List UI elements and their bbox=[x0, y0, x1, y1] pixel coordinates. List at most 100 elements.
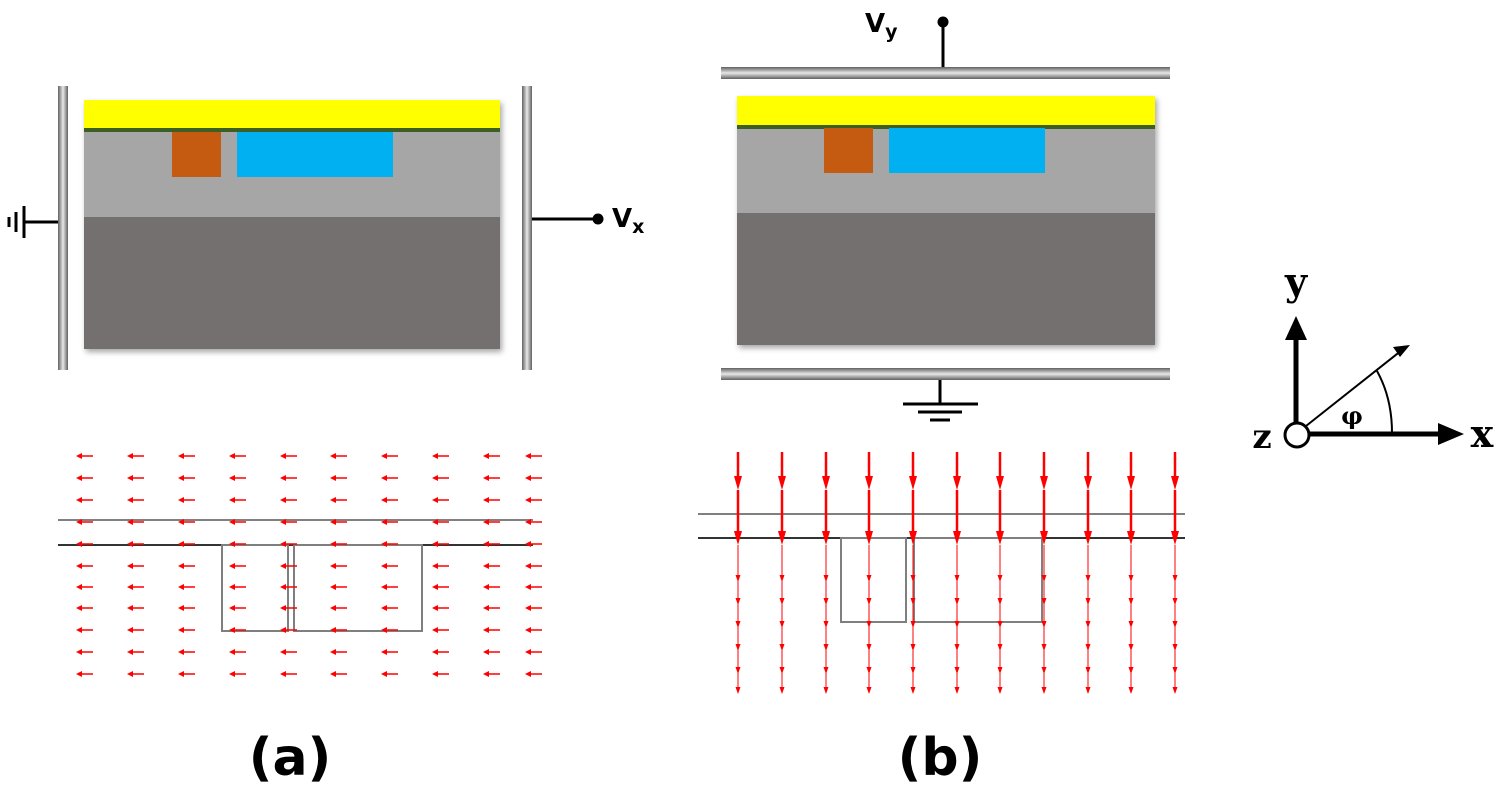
field-arrow-left bbox=[178, 475, 195, 481]
field-arrow-left bbox=[280, 605, 297, 611]
field-arrow-left bbox=[178, 541, 195, 547]
field-arrow-down-strong bbox=[778, 452, 786, 545]
field-arrow-down-weak bbox=[954, 545, 960, 694]
y-axis-arrowhead bbox=[1285, 316, 1307, 340]
blue-block bbox=[237, 132, 393, 177]
field-arrow-left bbox=[381, 563, 398, 569]
field-arrow-down-weak bbox=[1128, 545, 1134, 694]
orange-block bbox=[172, 132, 221, 177]
direction-vector-line bbox=[1305, 349, 1403, 427]
field-arrow-left bbox=[127, 519, 144, 525]
field-arrow-left bbox=[127, 475, 144, 481]
field-arrow-left bbox=[280, 584, 297, 590]
field-arrow-left bbox=[525, 563, 542, 569]
panel-a-device: Vx bbox=[7, 86, 644, 370]
field-arrow-down-weak bbox=[1041, 545, 1047, 694]
field-arrow-down-weak bbox=[1172, 545, 1178, 694]
field-arrow-left bbox=[432, 541, 449, 547]
field-arrow-left bbox=[483, 475, 500, 481]
field-arrow-down-weak bbox=[735, 545, 741, 694]
field-arrow-left bbox=[127, 563, 144, 569]
field-arrow-left bbox=[330, 584, 347, 590]
vx-label: Vx bbox=[612, 204, 644, 238]
field-arrow-left bbox=[229, 584, 246, 590]
field-arrow-left bbox=[280, 563, 297, 569]
field-arrow-down-strong bbox=[909, 452, 917, 545]
angle-arc bbox=[1376, 370, 1393, 434]
block-outline-right bbox=[913, 537, 1043, 623]
field-arrow-left bbox=[525, 541, 542, 547]
field-arrow-left bbox=[432, 519, 449, 525]
field-arrow-left bbox=[483, 497, 500, 503]
substrate-layer bbox=[84, 217, 500, 349]
field-arrow-left bbox=[280, 627, 297, 633]
field-arrow-left bbox=[178, 605, 195, 611]
field-arrow-left bbox=[381, 649, 398, 655]
field-arrow-left bbox=[76, 497, 93, 503]
field-arrow-left bbox=[483, 519, 500, 525]
field-arrow-left bbox=[330, 519, 347, 525]
y-axis-label: y bbox=[1284, 259, 1308, 304]
field-arrow-left bbox=[381, 453, 398, 459]
z-axis-label: z bbox=[1252, 417, 1271, 457]
field-arrow-down-strong bbox=[1171, 452, 1179, 545]
field-arrow-left bbox=[330, 453, 347, 459]
z-axis-circle bbox=[1283, 421, 1311, 449]
top-layer bbox=[737, 96, 1155, 125]
field-arrow-left bbox=[127, 671, 144, 677]
panel-a-field-plot bbox=[58, 453, 542, 677]
field-arrow-left bbox=[76, 671, 93, 677]
field-arrow-left bbox=[330, 475, 347, 481]
field-arrow-left bbox=[432, 649, 449, 655]
field-arrows-y bbox=[734, 452, 1179, 694]
field-arrow-left bbox=[432, 497, 449, 503]
field-arrow-left bbox=[483, 605, 500, 611]
thin-layer bbox=[84, 127, 500, 132]
field-arrow-down-weak bbox=[910, 545, 916, 694]
field-arrow-left bbox=[525, 475, 542, 481]
field-arrow-left bbox=[76, 649, 93, 655]
field-arrow-left bbox=[330, 671, 347, 677]
right-electrode-plate bbox=[522, 86, 532, 370]
field-arrow-left bbox=[432, 475, 449, 481]
field-arrow-left bbox=[381, 519, 398, 525]
field-arrow-left bbox=[525, 453, 542, 459]
angle-label: φ bbox=[1341, 401, 1363, 430]
field-arrow-left bbox=[330, 649, 347, 655]
field-arrow-left bbox=[330, 627, 347, 633]
vx-terminal-dot bbox=[592, 213, 604, 225]
field-arrow-left bbox=[127, 627, 144, 633]
field-arrow-left bbox=[76, 541, 93, 547]
field-arrow-left bbox=[127, 584, 144, 590]
field-arrow-left bbox=[76, 605, 93, 611]
field-arrow-left bbox=[432, 627, 449, 633]
field-arrow-down-strong bbox=[1084, 452, 1092, 545]
field-arrow-left bbox=[381, 627, 398, 633]
field-arrow-left bbox=[280, 649, 297, 655]
field-arrow-left bbox=[483, 671, 500, 677]
field-arrow-left bbox=[525, 649, 542, 655]
field-arrow-left bbox=[525, 519, 542, 525]
bottom-electrode-plate bbox=[721, 368, 1170, 380]
field-arrow-left bbox=[229, 497, 246, 503]
field-arrow-left bbox=[178, 453, 195, 459]
field-arrow-down-strong bbox=[996, 452, 1004, 545]
field-arrow-left bbox=[330, 605, 347, 611]
caption-a: (a) bbox=[249, 728, 332, 788]
field-arrow-left bbox=[525, 497, 542, 503]
ground-symbol bbox=[7, 206, 58, 238]
field-arrow-left bbox=[76, 475, 93, 481]
field-arrow-left bbox=[432, 605, 449, 611]
coordinate-axes: y x z φ bbox=[1252, 259, 1493, 457]
field-arrow-down-weak bbox=[779, 545, 785, 694]
field-arrow-left bbox=[280, 519, 297, 525]
field-arrow-left bbox=[280, 671, 297, 677]
field-arrow-left bbox=[229, 627, 246, 633]
field-arrow-left bbox=[127, 497, 144, 503]
field-arrow-left bbox=[229, 649, 246, 655]
field-arrow-left bbox=[127, 453, 144, 459]
field-arrow-left bbox=[381, 541, 398, 547]
left-electrode-plate bbox=[58, 86, 68, 370]
field-arrow-left bbox=[280, 497, 297, 503]
